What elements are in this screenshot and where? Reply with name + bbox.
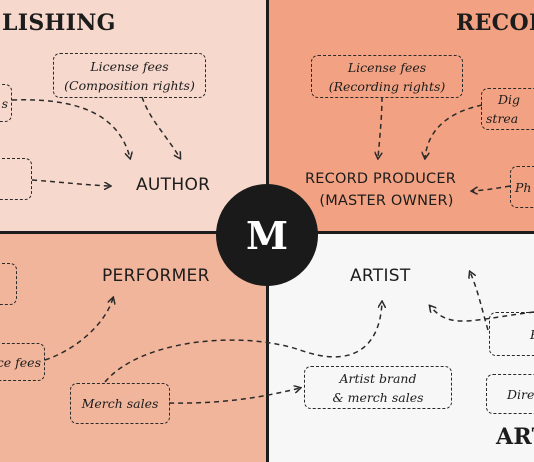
arrow-left-to-author [11, 99, 130, 158]
license-recording-line2: (Recording rights) [328, 78, 446, 94]
license-composition-line2: (Composition rights) [64, 77, 195, 93]
recording-quadrant [268, 0, 534, 232]
arrow-composition-to-author-a [141, 96, 180, 158]
license-composition-line1: License fees [90, 58, 169, 74]
pub-left-top-line1: s [1, 95, 8, 111]
art-right-top-box: E [489, 312, 534, 356]
publishing-quadrant [0, 0, 268, 232]
arrow-e-box-to-artist [470, 272, 489, 331]
license-recording-box: License fees (Recording rights) [311, 55, 463, 98]
artist-brand-line1: Artist brand [339, 370, 417, 386]
arrow-recording-license-to-producer [378, 96, 383, 158]
perf-left-top-box [0, 263, 17, 305]
author-label: AUTHOR [136, 175, 211, 195]
arrow-performance-fees-to-performer [44, 298, 113, 361]
performance-fees-line1: ce fees [0, 354, 41, 370]
arrow-streams-to-producer [425, 104, 483, 158]
merch-sales-box: Merch sales [70, 383, 170, 424]
performer-label: PERFORMER [102, 266, 210, 286]
arrow-merch-to-artist [104, 302, 382, 383]
license-composition-box: License fees (Composition rights) [53, 53, 206, 98]
publishing-title: LISHING [2, 10, 116, 36]
brand-logo-letter: M [245, 212, 289, 258]
artist-brand-box: Artist brand & merch sales [304, 366, 452, 409]
arrow-ph-to-producer [472, 185, 511, 191]
artist-brand-line2: & merch sales [332, 389, 424, 405]
artist-title: ART [496, 424, 534, 450]
rec-right-small-line1: Ph [515, 179, 532, 195]
arrow-right-to-artist [430, 306, 534, 322]
art-right-mid-box: Dire [486, 374, 534, 414]
rec-right-small-box: Ph [510, 166, 534, 208]
digital-streams-line1: Dig [498, 92, 521, 107]
pub-left-top-box: s [0, 84, 12, 122]
art-right-mid-line1: Dire [507, 386, 534, 402]
brand-logo: M [216, 184, 318, 286]
record-producer-line1: RECORD PRODUCER [305, 171, 456, 187]
arrow-left-bottom-to-author [31, 179, 110, 186]
record-producer-line2: (MASTER OWNER) [319, 193, 454, 209]
performance-fees-box: ce fees [0, 343, 45, 381]
arrow-merch-to-artist-brand [168, 388, 300, 404]
digital-streams-line2: strea [486, 111, 519, 126]
license-recording-line1: License fees [347, 59, 427, 75]
merch-sales-line1: Merch sales [81, 396, 159, 411]
digital-streams-box: Dig strea [481, 88, 534, 130]
pub-left-bottom-box [0, 158, 32, 200]
artist-label: ARTIST [350, 266, 411, 286]
recording-title: RECOR [456, 10, 534, 36]
record-producer-label: RECORD PRODUCER (MASTER OWNER) [305, 168, 456, 212]
art-right-top-line1: E [494, 325, 534, 344]
